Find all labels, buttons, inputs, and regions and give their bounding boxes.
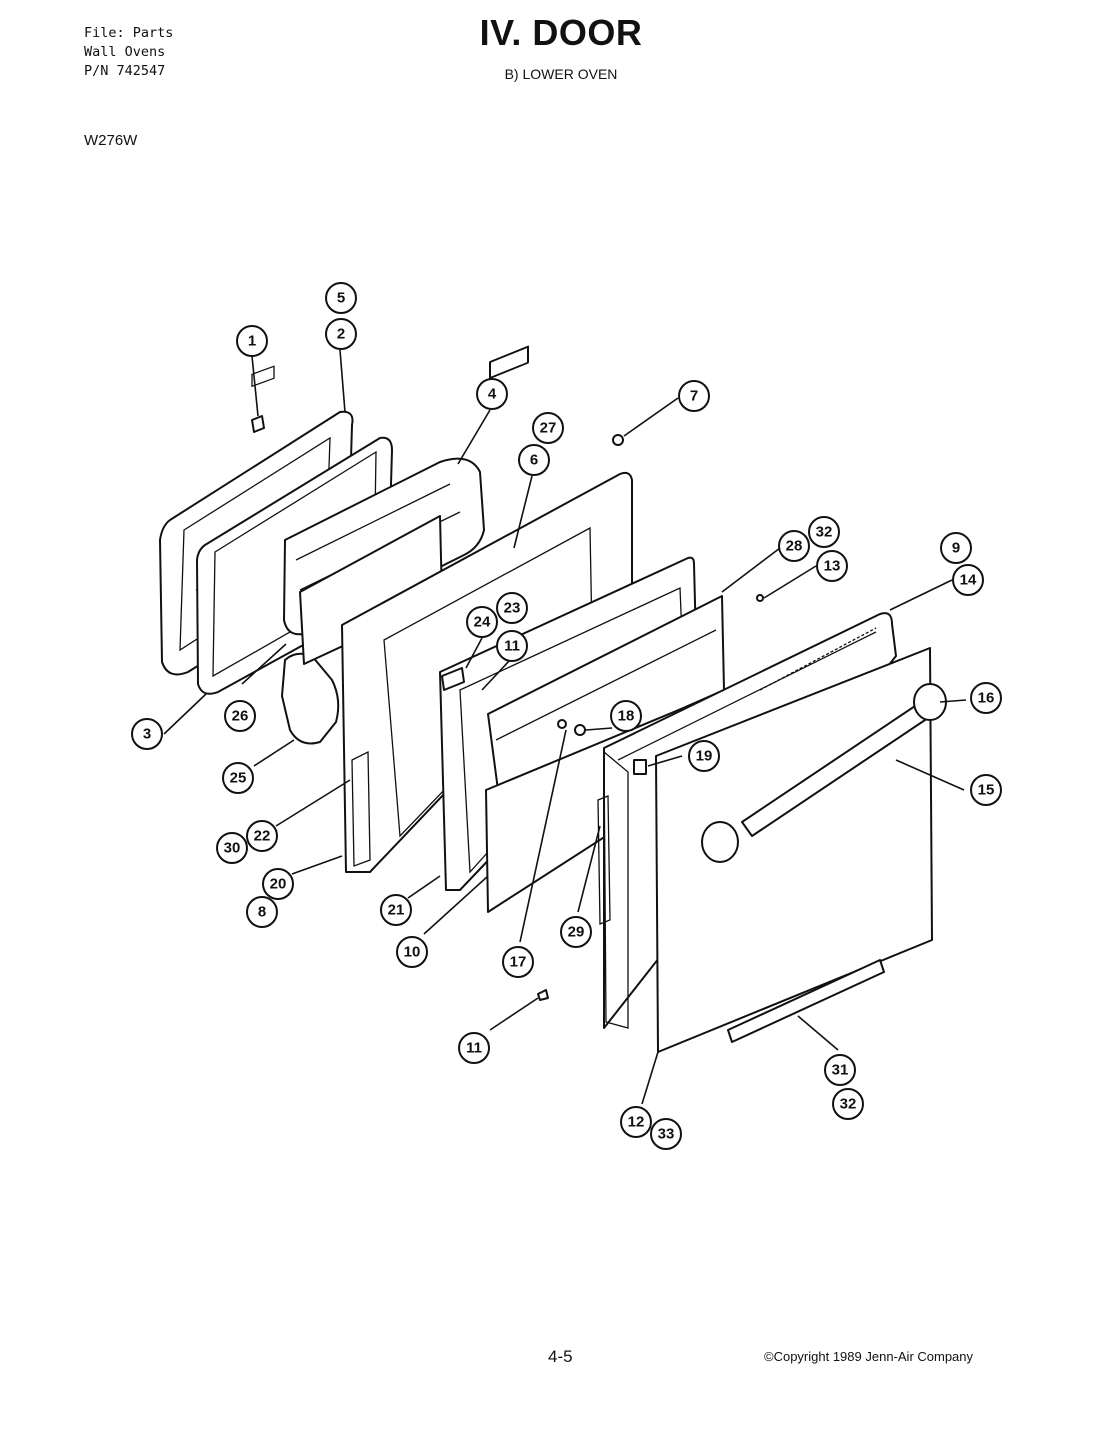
callout-label: 25 [230, 770, 247, 787]
callout-label: 5 [337, 290, 345, 307]
callout-label: 21 [388, 902, 405, 919]
callout-label: 3 [143, 726, 151, 743]
callout-33: 33 [650, 1118, 682, 1150]
callout-32-top: 32 [808, 516, 840, 548]
callout-1: 1 [236, 325, 268, 357]
washer-18 [574, 724, 586, 736]
callout-7: 7 [678, 380, 710, 412]
callout-13: 13 [816, 550, 848, 582]
callout-label: 7 [690, 388, 698, 405]
callout-label: 13 [824, 558, 841, 575]
callout-label: 2 [337, 326, 345, 343]
callout-3: 3 [131, 718, 163, 750]
callout-9: 9 [940, 532, 972, 564]
callout-32-lower: 32 [832, 1088, 864, 1120]
callout-label: 29 [568, 924, 585, 941]
callout-label: 19 [696, 748, 713, 765]
callout-label: 8 [258, 904, 266, 921]
callout-label: 24 [474, 614, 491, 631]
hinge-24 [441, 667, 465, 691]
callout-27: 27 [532, 412, 564, 444]
page-subtitle: B) LOWER OVEN [504, 66, 618, 82]
callout-label: 18 [618, 708, 635, 725]
screw-17 [557, 719, 567, 729]
callout-label: 32 [840, 1096, 857, 1113]
callout-30: 30 [216, 832, 248, 864]
callout-label: 31 [832, 1062, 849, 1079]
callout-31: 31 [824, 1054, 856, 1086]
callout-19: 19 [688, 740, 720, 772]
screw-13 [756, 594, 764, 602]
screw-1 [251, 415, 265, 433]
callout-17: 17 [502, 946, 534, 978]
callout-11-lower: 11 [458, 1032, 490, 1064]
callout-18: 18 [610, 700, 642, 732]
callout-label: 1 [248, 333, 256, 350]
callout-label: 33 [658, 1126, 675, 1143]
callout-label: 23 [504, 600, 521, 617]
callout-label: 17 [510, 954, 527, 971]
callout-26: 26 [224, 700, 256, 732]
callout-14: 14 [952, 564, 984, 596]
model-number: W276W [84, 132, 138, 149]
callout-25: 25 [222, 762, 254, 794]
callout-16: 16 [970, 682, 1002, 714]
callout-label: 9 [952, 540, 960, 557]
callout-label: 4 [488, 386, 497, 403]
part-number-line: P/N 742547 [84, 63, 166, 79]
callout-label: 22 [254, 828, 271, 845]
callout-label: 32 [816, 524, 833, 541]
callout-15: 15 [970, 774, 1002, 806]
callout-label: 10 [404, 944, 421, 961]
callout-label: 11 [504, 638, 520, 655]
file-info-block: File: Parts Wall Ovens P/N 742547 [84, 24, 173, 81]
callout-label: 26 [232, 708, 249, 725]
callout-label: 27 [540, 420, 557, 437]
screw-7 [612, 434, 624, 446]
callout-label: 15 [978, 782, 995, 799]
callout-label: 28 [786, 538, 803, 555]
insulation-lower [281, 652, 340, 745]
callout-10: 10 [396, 936, 428, 968]
copyright-notice: ©Copyright 1989 Jenn-Air Company [764, 1349, 974, 1364]
leader-lines [163, 349, 967, 1105]
callout-label: 6 [530, 452, 538, 469]
callout-2: 2 [325, 318, 357, 350]
product-line: Wall Ovens [84, 44, 166, 60]
clip-19 [633, 759, 647, 775]
callout-11-upper: 11 [496, 630, 528, 662]
callout-label: 11 [466, 1040, 482, 1057]
file-line: File: Parts [84, 25, 174, 41]
callout-label: 12 [628, 1114, 645, 1131]
callout-label: 16 [978, 690, 995, 707]
callout-4: 4 [476, 378, 508, 410]
callout-23: 23 [496, 592, 528, 624]
callout-label: 30 [224, 840, 241, 857]
callout-22: 22 [246, 820, 278, 852]
callout-21: 21 [380, 894, 412, 926]
callout-5: 5 [325, 282, 357, 314]
callout-28: 28 [778, 530, 810, 562]
callout-29: 29 [560, 916, 592, 948]
callout-20: 20 [262, 868, 294, 900]
screw-11-lower [537, 989, 549, 1001]
bottom-trim [727, 959, 885, 1043]
door-handle [701, 683, 947, 863]
callout-label: 20 [270, 876, 287, 893]
page-title: IV. DOOR [479, 12, 643, 53]
callout-8: 8 [246, 896, 278, 928]
latch-plate [489, 345, 529, 380]
callout-label: 14 [960, 572, 977, 589]
callout-6: 6 [518, 444, 550, 476]
callout-24: 24 [466, 606, 498, 638]
page-number: 4-5 [548, 1347, 573, 1366]
callout-12: 12 [620, 1106, 652, 1138]
